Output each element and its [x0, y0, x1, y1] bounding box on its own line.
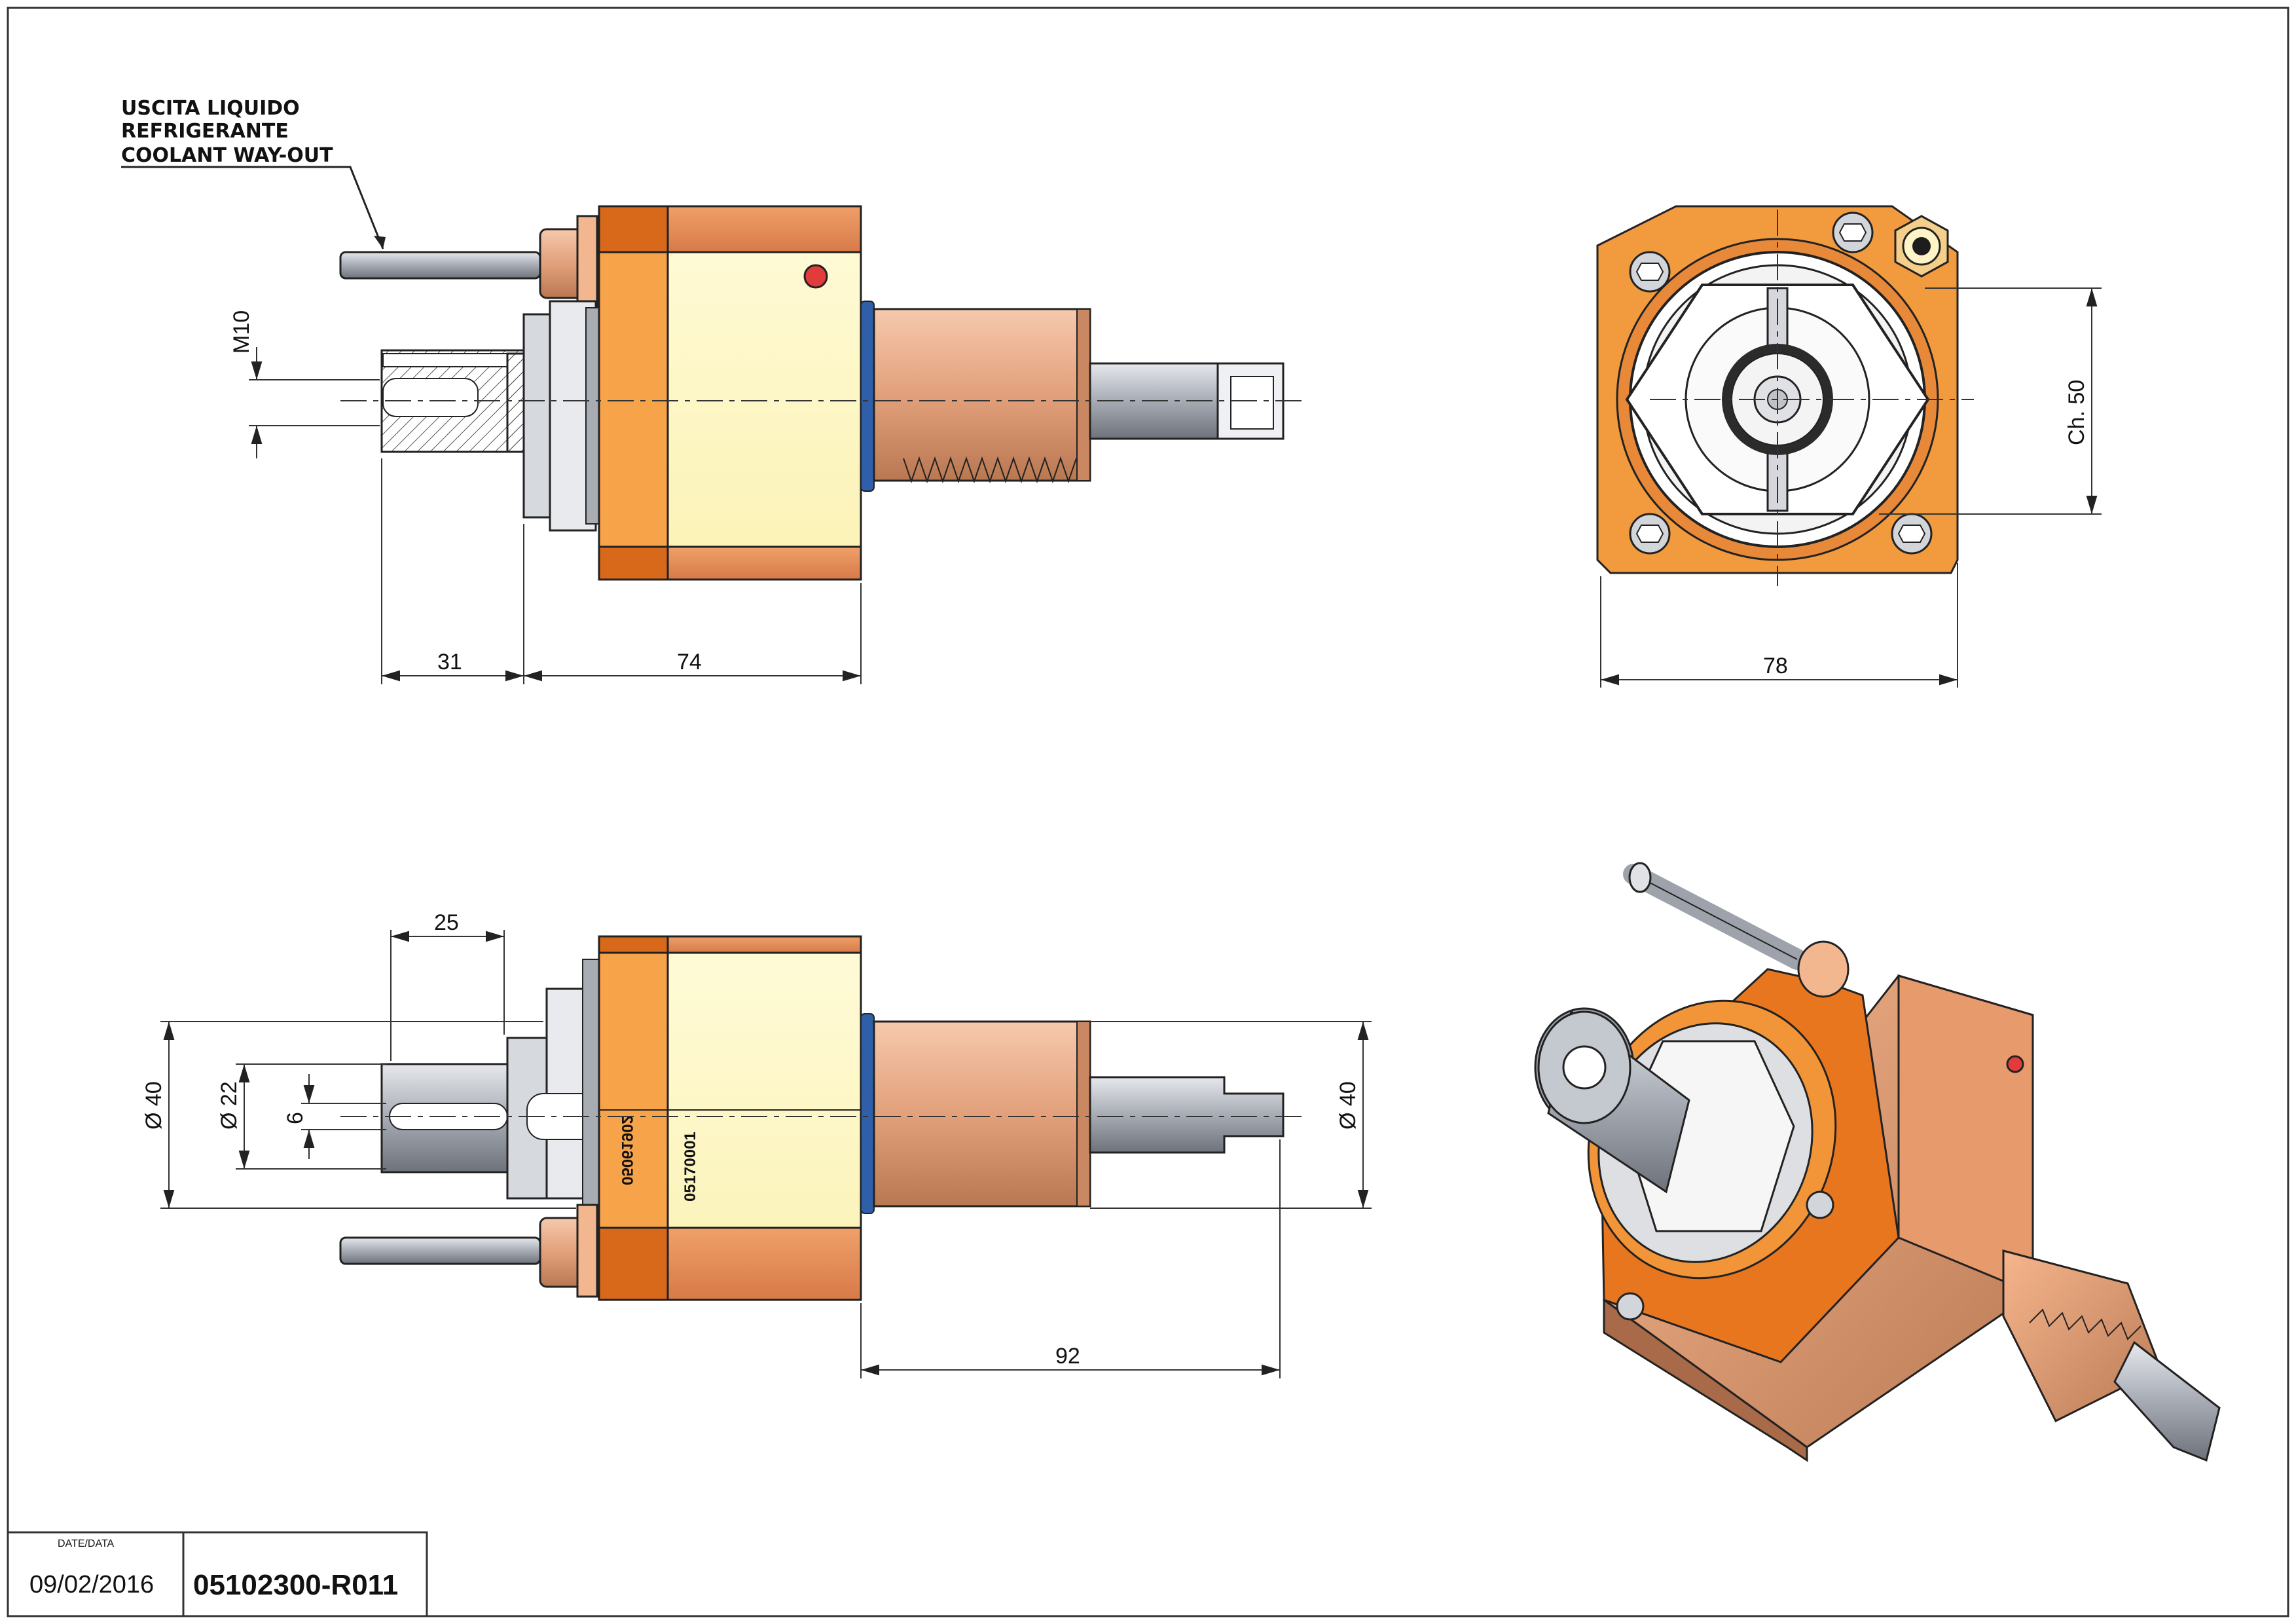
dim-outer-diameter: Ø 40 [141, 1081, 166, 1130]
dim-thread: M10 [229, 310, 254, 354]
date-value: 09/02/2016 [29, 1571, 154, 1598]
serial-stamp-a: 05061902 [618, 1115, 636, 1185]
seal-ring [860, 301, 875, 492]
dim-bottom-right-length: 92 [1055, 1344, 1080, 1369]
dim-hex: Ch. 50 [2064, 380, 2089, 445]
front-view [1596, 205, 1974, 586]
bottom-left-dimensions: 25 Ø 40 Ø 22 6 Ø 40 92 [141, 910, 1372, 1378]
title-block: DATE/DATA 09/02/2016 05102300-R011 [7, 1531, 428, 1617]
drawing-number: 05102300-R011 [193, 1569, 398, 1601]
side-view-bottom: 05061902 05170001 [339, 935, 1303, 1301]
dim-body-length: 74 [677, 650, 702, 674]
dim-key-width: 6 [283, 1112, 308, 1124]
dim-bottom-left-length: 25 [434, 910, 459, 935]
page-border [7, 7, 2289, 1617]
side-view-top [339, 205, 1303, 581]
body-flange [598, 205, 669, 581]
annotation-line-1: USCITA LIQUIDO [121, 97, 300, 120]
front-dimensions: 78 Ch. 50 [1600, 287, 2102, 688]
dim-right-diameter: Ø 40 [1336, 1081, 1360, 1130]
top-left-dimensions: M10 31 74 [229, 310, 862, 684]
dim-front-width: 78 [1763, 654, 1788, 678]
sleeve [873, 308, 1091, 482]
sleeve-bottom [873, 1020, 1091, 1208]
date-label: DATE/DATA [58, 1538, 115, 1549]
annotation-line-2: REFRIGERANTE [121, 120, 289, 143]
dim-left-length: 31 [437, 650, 462, 674]
annotation-line-3: COOLANT WAY-OUT [121, 144, 333, 167]
grease-nipple-icon [803, 264, 828, 289]
isometric-view [1534, 862, 2221, 1462]
output-shaft-bottom [1089, 1076, 1285, 1154]
screw-icon [1629, 212, 1933, 555]
dim-inner-diameter: Ø 22 [217, 1081, 242, 1130]
serial-stamp-b: 05170001 [682, 1132, 699, 1202]
coolant-pipe [339, 251, 541, 280]
body-housing [666, 205, 862, 581]
coolant-annotation: USCITA LIQUIDO REFRIGERANTE COOLANT WAY-… [121, 97, 386, 249]
